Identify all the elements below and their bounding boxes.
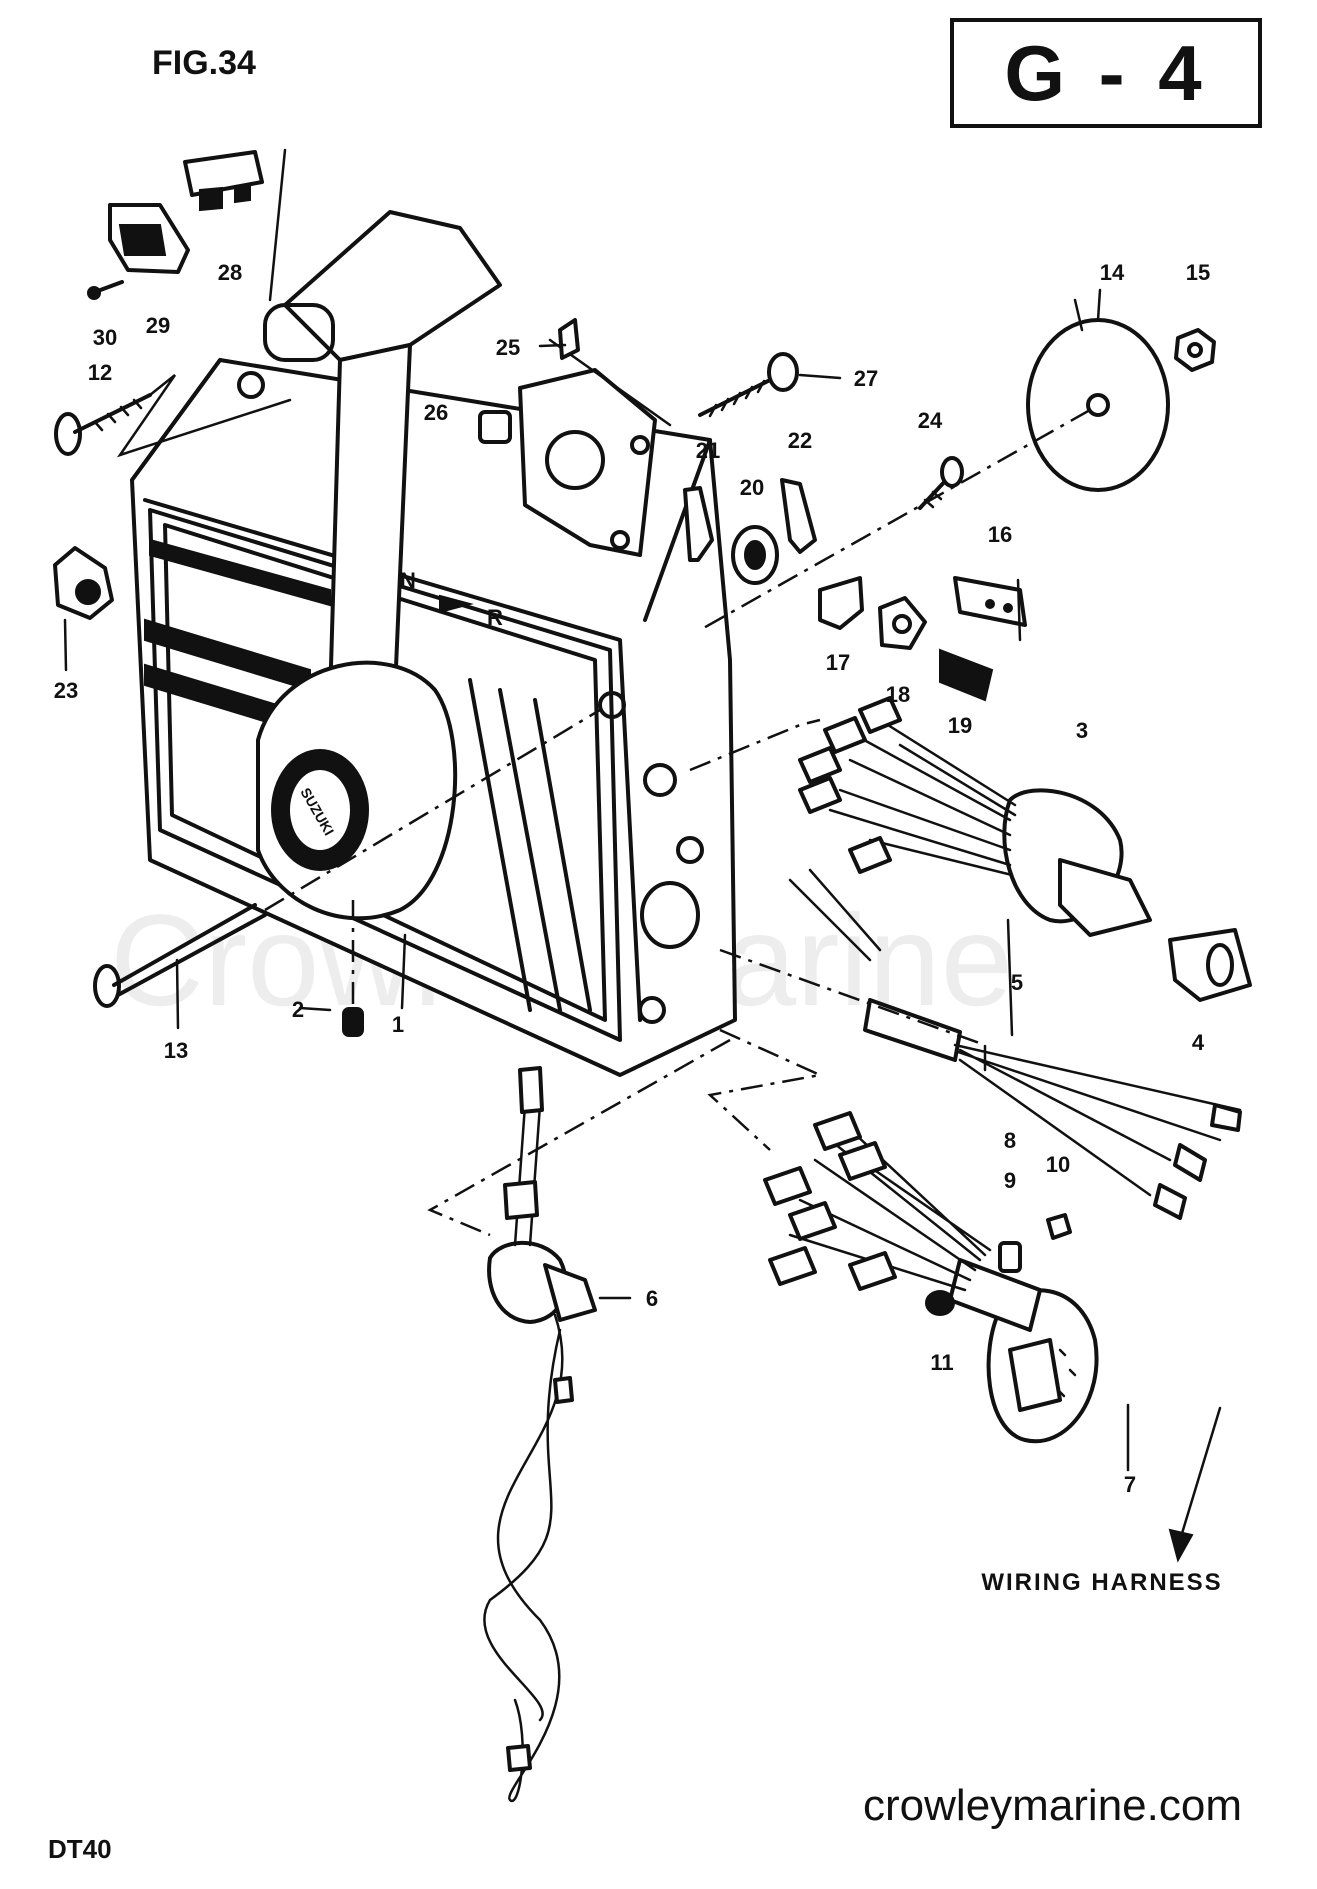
- wiring-harness-label: WIRING HARNESS: [981, 1569, 1222, 1596]
- model-code: DT40: [48, 1834, 112, 1864]
- part-22-clip: [780, 478, 817, 554]
- callout-18: 18: [886, 682, 910, 707]
- callout-28: 28: [218, 260, 242, 285]
- part-7-harness-connector: [707, 1028, 1099, 1444]
- callout-21: 21: [696, 438, 720, 463]
- part-3-ignition-switch: [689, 696, 1152, 937]
- callout-20: 20: [740, 475, 764, 500]
- callout-8: 8: [1004, 1128, 1016, 1153]
- shift-mark-r: R: [487, 605, 503, 630]
- callout-15: 15: [1186, 260, 1210, 285]
- part-6-stop-switch: [427, 1038, 731, 1803]
- callout-17: 17: [826, 650, 850, 675]
- callout-26: 26: [424, 400, 448, 425]
- part-17-spacer: [818, 576, 864, 630]
- part-27-screw: [698, 352, 842, 418]
- callout-23: 23: [54, 678, 78, 703]
- callout-14: 14: [1100, 260, 1125, 285]
- callout-16: 16: [988, 522, 1012, 547]
- callout-13: 13: [164, 1038, 188, 1063]
- website-text: crowleymarine.com: [863, 1781, 1242, 1830]
- callout-9: 9: [1004, 1168, 1016, 1193]
- part-26-nut: [478, 410, 512, 444]
- callout-11: 11: [930, 1350, 953, 1375]
- shift-mark-n: N: [400, 568, 416, 593]
- callout-5: 5: [1011, 970, 1023, 995]
- control-lever: SUZUKI: [256, 210, 502, 921]
- leader-lines: [63, 288, 1130, 1472]
- callout-12: 12: [88, 360, 112, 385]
- part-11-collar: [925, 1290, 955, 1316]
- callout-30: 30: [93, 325, 117, 350]
- part-5-lead-wire: [640, 868, 1242, 1220]
- callout-27: 27: [854, 366, 878, 391]
- part-15-nut: [1174, 328, 1216, 372]
- callout-19: 19: [948, 713, 972, 738]
- callout-25: 25: [496, 335, 520, 360]
- part-14-washer: [699, 318, 1170, 632]
- wiring-harness-arrow: [1168, 1406, 1222, 1563]
- callout-7: 7: [1124, 1472, 1136, 1497]
- part-21-clip: [683, 486, 714, 562]
- part-18-holder: [878, 596, 927, 650]
- part-25-plate: [518, 318, 672, 557]
- callout-10: 10: [1046, 1152, 1070, 1177]
- part-8-9-clamp: [998, 1241, 1022, 1273]
- part-23-grommet: [53, 546, 114, 620]
- part-10-screw: [1046, 1213, 1072, 1240]
- part-16-plate: [953, 576, 1027, 627]
- part-19-spring: [939, 648, 994, 702]
- callout-24: 24: [918, 408, 943, 433]
- part-13-bolt: [93, 708, 601, 1008]
- part-2-collar: [342, 900, 364, 1037]
- part-12-screw: [54, 374, 292, 458]
- part-28-switch: [183, 148, 287, 302]
- section-code-box: G - 4: [950, 18, 1262, 128]
- figure-title: FIG.34: [152, 44, 256, 82]
- callout-3: 3: [1076, 718, 1088, 743]
- part-29-bracket: [108, 203, 190, 274]
- callout-6: 6: [646, 1286, 658, 1311]
- callout-numbers: 1 2 3 4 5 6 7 8 9 10 11 12 13 14 15 16 1…: [54, 260, 1210, 1497]
- callout-2: 2: [292, 997, 304, 1022]
- part-30-screw: [87, 280, 124, 300]
- callout-1: 1: [392, 1012, 404, 1037]
- part-4-key: [1168, 928, 1252, 1002]
- part-20-bushing: [731, 525, 779, 585]
- callout-4: 4: [1192, 1030, 1205, 1055]
- callout-22: 22: [788, 428, 812, 453]
- section-code: G - 4: [1004, 29, 1207, 117]
- part-24-screw: [918, 456, 964, 510]
- callout-29: 29: [146, 313, 170, 338]
